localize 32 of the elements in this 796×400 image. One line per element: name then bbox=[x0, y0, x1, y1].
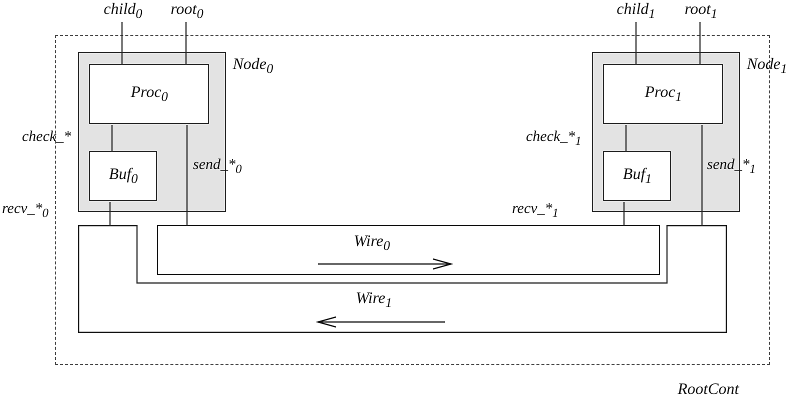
connector-line bbox=[625, 125, 627, 152]
box-label: Proc$_{0}$ bbox=[130, 85, 168, 104]
edge-label: check_* bbox=[22, 130, 72, 145]
connector-line bbox=[635, 22, 637, 65]
connector-line bbox=[701, 125, 703, 225]
connector-line bbox=[121, 22, 123, 65]
node-label: Node$_{1}$ bbox=[746, 56, 788, 76]
connector-line bbox=[623, 202, 625, 225]
box-label: Buf$_{0}$ bbox=[108, 167, 138, 186]
port-label: root$_{0}$ bbox=[170, 2, 204, 21]
edge-label: recv_*$_{0}$ bbox=[2, 202, 49, 220]
edge-label: check_*$_{1}$ bbox=[526, 130, 582, 148]
node-label: Node$_{0}$ bbox=[232, 56, 274, 76]
process-box bbox=[89, 151, 158, 202]
process-box bbox=[603, 64, 724, 124]
connector-line bbox=[111, 125, 113, 152]
box-label: Buf$_{1}$ bbox=[622, 167, 652, 186]
connector-line bbox=[109, 202, 111, 225]
connector-line bbox=[185, 22, 187, 65]
port-label: child$_{0}$ bbox=[104, 2, 142, 21]
connector-line bbox=[186, 125, 188, 225]
wire-label: Wire$_{1}$ bbox=[356, 290, 392, 310]
process-box bbox=[603, 151, 672, 202]
connector-line bbox=[699, 22, 701, 65]
wire-channel bbox=[156, 224, 660, 275]
container-label: RootCont bbox=[678, 382, 739, 398]
port-label: child$_{1}$ bbox=[616, 2, 656, 21]
edge-label: recv_*$_{1}$ bbox=[512, 202, 559, 220]
port-label: root$_{1}$ bbox=[684, 2, 718, 21]
process-box bbox=[89, 64, 210, 124]
wire-label: Wire$_{0}$ bbox=[354, 234, 390, 252]
box-label: Proc$_{1}$ bbox=[644, 85, 682, 104]
